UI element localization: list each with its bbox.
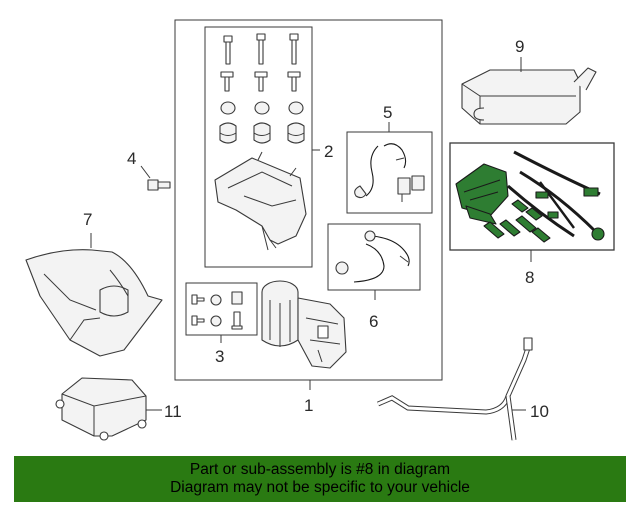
part-3-frame [185,282,258,336]
valve-block-highlighted [455,163,509,225]
callout-8: 8 [525,268,534,287]
assembly-1-frame [174,19,443,381]
part-10-line[interactable] [377,337,533,441]
stud-row [220,71,301,92]
compressor-bracket [214,157,307,245]
bolt-row [223,33,299,65]
grommet-row [219,122,305,144]
callout-3: 3 [215,347,224,366]
callout-6: 6 [369,312,378,331]
callout-10: 10 [530,402,549,421]
part-3-group[interactable] [185,282,258,336]
callout-11: 11 [164,402,182,421]
part-2-group[interactable] [204,26,313,268]
callout-9: 9 [515,37,524,56]
banner-line-1: Part or sub-assembly is #8 in diagram [189,461,451,478]
air-compressor[interactable] [261,280,347,369]
part-4-bolt[interactable] [147,179,171,191]
info-banner: Part or sub-assembly is #8 in diagram Di… [14,456,626,502]
hardware-set [191,291,243,330]
part-8-group[interactable] [449,142,615,251]
exploded-parts-diagram: 2 3 1 5 [25,19,615,441]
part-11-module[interactable] [55,377,147,441]
nut-row [220,101,304,115]
callout-5: 5 [383,103,392,122]
callout-2: 2 [324,142,333,161]
part-6-group[interactable] [327,223,421,291]
part-8-frame [449,142,615,251]
callout-1: 1 [304,396,313,415]
callout-4: 4 [127,149,136,168]
part-5-group[interactable] [346,131,433,214]
part-9-reservoir[interactable] [461,67,597,125]
part-2-frame [204,26,313,268]
fittings-highlighted [483,199,551,243]
hose-lines-highlighted [507,150,605,241]
callout-7: 7 [83,210,92,229]
part-6-frame [327,223,421,291]
banner-line-2: Diagram may not be specific to your vehi… [170,479,470,496]
part-7-cover[interactable] [25,249,163,357]
